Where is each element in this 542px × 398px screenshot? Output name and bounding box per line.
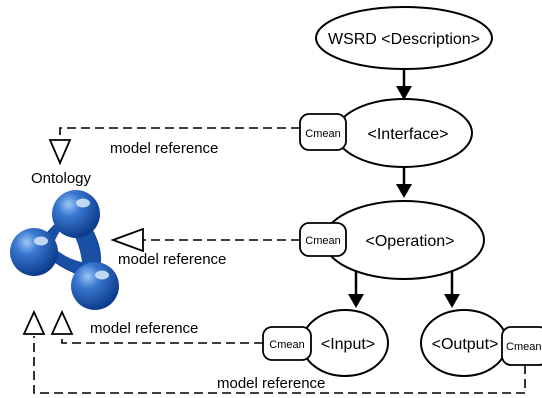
ontology-graph-icon [10,190,119,310]
cmean-input[interactable]: Cmean [262,326,312,361]
cmean-output-label: Cmean [506,341,541,353]
node-input-label: <Input> [321,336,375,353]
node-output-label: <Output> [432,336,499,353]
cmean-input-label: Cmean [269,339,304,351]
ref-line-interface [59,127,300,139]
model-reference-label-3: model reference [90,320,198,337]
node-input[interactable]: <Input> [301,309,389,377]
ontology-label: Ontology [31,170,92,187]
node-output[interactable]: <Output> [420,309,508,377]
flow-arrows [348,68,460,308]
reference-arrowheads [22,139,144,335]
model-reference-lines [33,127,526,394]
node-operation[interactable]: <Operation> [323,200,485,280]
node-interface-label: <Interface> [368,126,449,143]
arrowhead-interface [396,86,412,100]
cmean-interface[interactable]: Cmean [299,113,347,151]
cmean-operation[interactable]: Cmean [299,222,347,257]
model-reference-label-2: model reference [118,251,226,268]
node-description[interactable]: WSRD <Description> [315,6,493,70]
left-arrowhead-1 [22,309,46,335]
node-operation-label: <Operation> [366,233,455,250]
cmean-operation-label: Cmean [305,235,340,247]
arrowhead-operation [396,184,412,198]
cmean-output[interactable]: Cmean [501,326,542,366]
ref-line-output [33,336,526,394]
model-reference-label-4: model reference [217,375,325,392]
arrowhead-output [444,294,460,308]
arrowhead-input [348,294,364,308]
model-reference-label-1: model reference [110,140,218,157]
node-interface[interactable]: <Interface> [335,98,473,168]
graph-arrowhead [110,227,144,253]
node-description-label: WSRD <Description> [328,31,480,48]
cmean-interface-label: Cmean [305,128,340,140]
left-arrowhead-2 [50,309,74,335]
ref-line-input [61,336,263,344]
ontology-arrowhead [48,139,72,166]
